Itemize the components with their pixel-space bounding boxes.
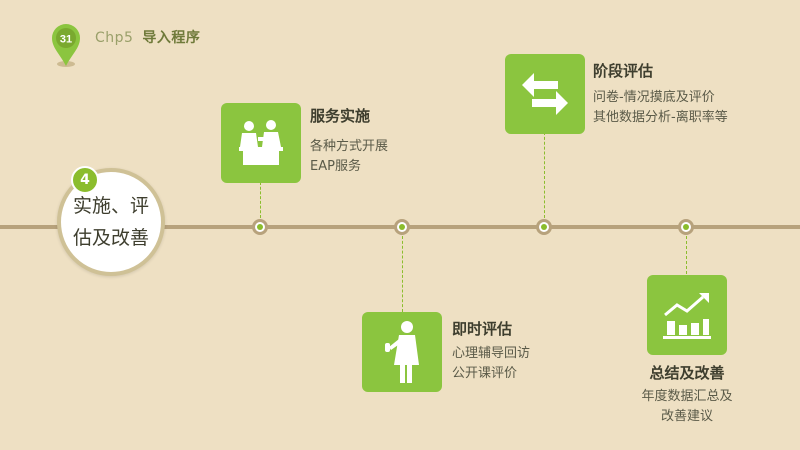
timeline-node-4 xyxy=(678,219,694,235)
connector-4 xyxy=(686,236,687,274)
item-4-title: 总结及改善 xyxy=(649,364,725,382)
item-3-desc: 问卷-情况摸底及评价 其他数据分析-离职率等 xyxy=(593,88,728,128)
step-title: 实施、评估及改善 xyxy=(72,195,149,249)
page-number-pin: 31 xyxy=(52,24,80,67)
item-3-icon-box xyxy=(505,54,585,134)
timeline-node-3 xyxy=(536,219,552,235)
connector-2 xyxy=(402,236,403,312)
item-1-line-2: EAP服务 xyxy=(310,159,361,174)
connector-1 xyxy=(260,182,261,218)
item-2-icon-box xyxy=(362,312,442,392)
speaker-icon xyxy=(385,321,419,383)
item-1-desc: 各种方式开展 EAP服务 xyxy=(310,137,388,177)
connector-3 xyxy=(544,132,545,218)
step-number-badge: 4 xyxy=(71,166,99,194)
chapter-code: Chp5 xyxy=(95,30,134,46)
presentation-icon xyxy=(239,120,283,165)
item-4-line-2: 改善建议 xyxy=(660,409,713,424)
item-4-desc: 年度数据汇总及 改善建议 xyxy=(627,387,747,427)
item-3-line-2: 其他数据分析-离职率等 xyxy=(593,110,728,125)
item-3-line-1: 问卷-情况摸底及评价 xyxy=(593,90,715,105)
page-number: 31 xyxy=(60,34,72,46)
chapter-heading: Chp5 导入程序 xyxy=(95,27,200,47)
item-1-icon-box xyxy=(221,103,301,183)
item-2-line-2: 公开课评价 xyxy=(452,366,518,381)
timeline-node-1 xyxy=(252,219,268,235)
timeline-node-2 xyxy=(394,219,410,235)
chapter-title: 导入程序 xyxy=(142,30,201,46)
item-3-title: 阶段评估 xyxy=(593,62,654,80)
item-2-desc: 心理辅导回访 公开课评价 xyxy=(452,344,530,384)
item-4-line-1: 年度数据汇总及 xyxy=(641,389,733,404)
item-2-title: 即时评估 xyxy=(452,320,513,338)
item-1-title: 服务实施 xyxy=(310,107,371,125)
growth-chart-icon xyxy=(663,293,711,339)
item-4-icon-box xyxy=(647,275,727,355)
item-2-line-1: 心理辅导回访 xyxy=(452,346,531,361)
swap-arrows-icon xyxy=(522,73,568,115)
item-1-line-1: 各种方式开展 xyxy=(310,139,389,154)
